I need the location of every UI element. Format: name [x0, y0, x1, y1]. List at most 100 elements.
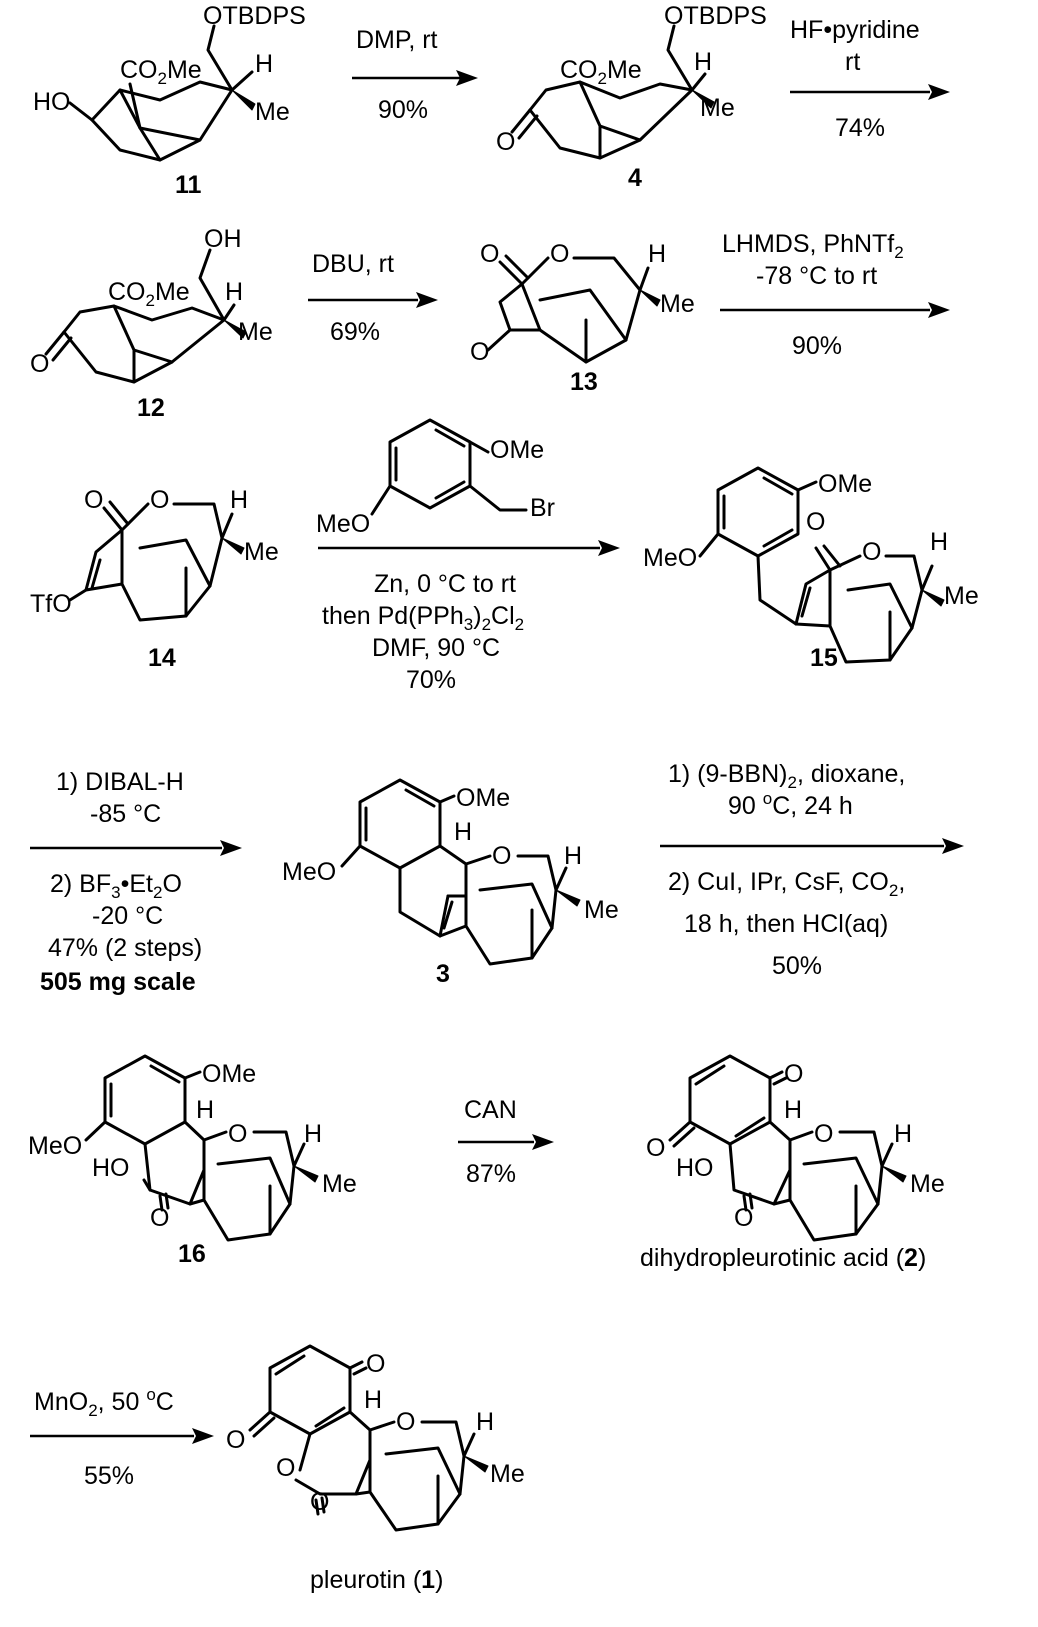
reaction-arrow-9: MnO2, 50 oC 55%: [30, 1385, 214, 1490]
atom-oh: OH: [204, 225, 242, 253]
step6-line5: 47% (2 steps): [48, 934, 202, 962]
atom-o-carbonyl: O: [480, 240, 499, 268]
step3-yield: 69%: [330, 318, 380, 346]
atom-o-ring: O: [492, 842, 511, 870]
compound-label-1: pleurotin (1): [310, 1566, 443, 1594]
atom-ome: OMe: [202, 1060, 256, 1088]
atom-otbdps: OTBDPS: [203, 2, 306, 30]
step2-reagent-line2: rt: [845, 48, 860, 76]
atom-ho: HO: [676, 1154, 714, 1182]
atom-co2me: CO2Me: [108, 278, 190, 310]
reaction-arrow-8: CAN 87%: [458, 1096, 554, 1188]
atom-me: Me: [238, 318, 273, 346]
step5-line2: then Pd(PPh3)2Cl2: [322, 602, 524, 634]
molecule-13: O O H Me O 13: [470, 240, 695, 396]
atom-o-quinone-top: O: [366, 1350, 385, 1378]
atom-me: Me: [490, 1460, 525, 1488]
molecule-15: OMe MeO O O H Me 15: [643, 466, 979, 672]
step6-line4: -20 °C: [92, 902, 163, 930]
atom-h: H: [694, 48, 712, 76]
atom-h: H: [930, 528, 948, 556]
reaction-arrow-2: HF•pyridine rt 74%: [790, 16, 950, 142]
step8-reagent: CAN: [464, 1096, 517, 1124]
atom-o-quinone-top: O: [784, 1060, 803, 1088]
atom-o-quinone-left: O: [226, 1426, 245, 1454]
atom-otbdps: OTBDPS: [664, 2, 767, 30]
step4-yield: 90%: [792, 332, 842, 360]
atom-ho: HO: [33, 88, 71, 116]
step6-line2: -85 °C: [90, 800, 161, 828]
reaction-arrow-7: 1) (9-BBN)2, dioxane, 90 oC, 24 h 2) CuI…: [660, 760, 964, 980]
atom-h: H: [476, 1408, 494, 1436]
step1-reagent: DMP, rt: [356, 26, 438, 54]
atom-o-carbonyl: O: [734, 1204, 753, 1232]
atom-o-ring: O: [228, 1120, 247, 1148]
reaction-arrow-6: 1) DIBAL-H -85 °C 2) BF3•Et2O -20 °C 47%…: [30, 768, 242, 996]
atom-meo: MeO: [28, 1132, 82, 1160]
atom-h: H: [304, 1120, 322, 1148]
step9-yield: 55%: [84, 1462, 134, 1490]
atom-o: O: [496, 128, 515, 156]
step1-yield: 90%: [378, 96, 428, 124]
atom-h-benzylic: H: [196, 1096, 214, 1124]
atom-o-ring: O: [550, 240, 569, 268]
atom-me: Me: [322, 1170, 357, 1198]
step8-yield: 87%: [466, 1160, 516, 1188]
compound-label-16: 16: [178, 1240, 206, 1268]
atom-h: H: [255, 50, 273, 78]
atom-o-ketone: O: [470, 338, 489, 366]
atom-h-benzylic: H: [454, 818, 472, 846]
atom-o-carbonyl: O: [150, 1204, 169, 1232]
step7-line1: 1) (9-BBN)2, dioxane,: [668, 760, 905, 792]
atom-o-ring: O: [814, 1120, 833, 1148]
step7-line4: 18 h, then HCl(aq): [684, 910, 888, 938]
atom-me: Me: [910, 1170, 945, 1198]
step7-line2: 90 oC, 24 h: [728, 789, 853, 820]
atom-ome: OMe: [818, 470, 872, 498]
step6-line6: 505 mg scale: [40, 968, 196, 996]
compound-label-15: 15: [810, 644, 838, 672]
reaction-arrow-1: DMP, rt 90%: [352, 26, 478, 124]
molecule-3: OMe MeO H O H Me 3: [282, 778, 619, 988]
molecule-4: OTBDPS H Me CO2Me O 4: [496, 2, 767, 192]
atom-h-benzylic: H: [784, 1096, 802, 1124]
atom-h: H: [230, 486, 248, 514]
atom-o: O: [30, 350, 49, 378]
atom-br: Br: [530, 494, 555, 522]
reagent-benzyl-bromide: OMe MeO Br: [316, 418, 555, 538]
atom-tfo: TfO: [30, 590, 72, 618]
atom-me: Me: [584, 896, 619, 924]
step5-yield: 70%: [406, 666, 456, 694]
step9-reagent: MnO2, 50 oC: [34, 1385, 174, 1420]
molecule-11: OTBDPS H Me CO2Me HO 11: [33, 2, 306, 199]
atom-me: Me: [944, 582, 979, 610]
atom-co2me: CO2Me: [560, 56, 642, 88]
atom-o-ring: O: [150, 486, 169, 514]
reaction-arrow-4: LHMDS, PhNTf2 -78 °C to rt 90%: [720, 230, 950, 360]
compound-label-2: dihydropleurotinic acid (2): [640, 1244, 926, 1272]
compound-label-11: 11: [175, 171, 202, 199]
molecule-2: O O H O H HO O Me dihydropleurotinic aci…: [640, 1054, 945, 1272]
atom-h: H: [648, 240, 666, 268]
compound-label-12: 12: [137, 394, 165, 422]
reaction-arrow-5: Zn, 0 °C to rt then Pd(PPh3)2Cl2 DMF, 90…: [318, 540, 620, 694]
step4-reagent-line2: -78 °C to rt: [756, 262, 877, 290]
atom-h-benzylic: H: [364, 1386, 382, 1414]
step2-yield: 74%: [835, 114, 885, 142]
atom-h: H: [564, 842, 582, 870]
compound-label-13: 13: [570, 368, 598, 396]
molecule-1: O O H O H O O Me pleurotin (1): [226, 1344, 525, 1594]
compound-label-4: 4: [628, 164, 642, 192]
atom-o-ring: O: [396, 1408, 415, 1436]
molecule-14: O O H Me TfO 14: [30, 486, 279, 672]
atom-o-lactone: O: [276, 1454, 295, 1482]
atom-ome: OMe: [456, 784, 510, 812]
step2-reagent-line1: HF•pyridine: [790, 16, 920, 44]
atom-me: Me: [244, 538, 279, 566]
atom-ho: HO: [92, 1154, 130, 1182]
atom-o-carbonyl: O: [806, 508, 825, 536]
atom-o-ring: O: [862, 538, 881, 566]
step4-reagent-line1: LHMDS, PhNTf2: [722, 230, 904, 262]
atom-o-carbonyl: O: [84, 486, 103, 514]
